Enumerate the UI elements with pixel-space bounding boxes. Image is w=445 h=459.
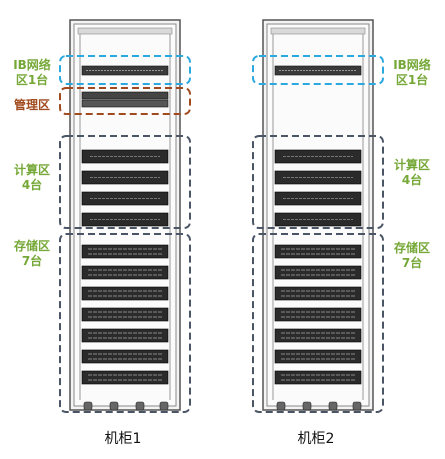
rack2-storage-server	[274, 244, 362, 259]
rack1-caster	[159, 401, 169, 411]
rack1-storage-zone-box	[59, 233, 191, 413]
rack2-caster	[302, 401, 312, 411]
rack1-mgmt-server-b	[81, 99, 169, 108]
rack1-storage-server	[81, 265, 169, 280]
rack2-storage-server	[274, 286, 362, 301]
rack1-caster	[83, 401, 93, 411]
rack1-storage-server	[81, 286, 169, 301]
label-compute-zone-rack1: 计算区 4台	[13, 163, 50, 192]
rack2-storage-server	[274, 328, 362, 343]
label-storage-zone-rack2: 存储区 7台	[393, 241, 430, 270]
rack1-storage-server	[81, 307, 169, 322]
label-mgmt-zone: 管理区	[13, 98, 50, 112]
rack2-caption: 机柜2	[297, 431, 335, 447]
rack2-storage-zone-box	[252, 233, 384, 413]
rack2-caster	[352, 401, 362, 411]
rack1-ib-zone-box	[59, 55, 191, 85]
rack1-mgmt-server-a	[81, 91, 169, 100]
rack1-storage-server	[81, 349, 169, 364]
rack1-mgmt-zone-box	[59, 87, 191, 115]
rack2-caster	[276, 401, 286, 411]
rack2-storage-server	[274, 349, 362, 364]
rack2-top-cap	[270, 27, 366, 35]
label-storage-zone-rack1: 存储区 7台	[13, 239, 50, 268]
label-ib-zone-rack2: IB网络 区1台	[393, 58, 431, 87]
rack1-storage-server	[81, 328, 169, 343]
rack2-storage-server	[274, 265, 362, 280]
rack1-storage-server	[81, 370, 169, 385]
rack1-caster	[109, 401, 119, 411]
rack1-storage-server	[81, 244, 169, 259]
rack2-ib-zone-box	[252, 55, 384, 85]
label-ib-zone-rack1: IB网络 区1台	[13, 58, 51, 87]
label-compute-zone-rack2: 计算区 4台	[393, 158, 430, 187]
rack1-caption: 机柜1	[104, 431, 142, 447]
rack1-top-cap	[77, 27, 173, 35]
rack1-compute-zone-box	[59, 135, 191, 229]
rack2-caster	[328, 401, 338, 411]
rack2-compute-zone-box	[252, 135, 384, 229]
rack1-caster	[135, 401, 145, 411]
rack2-storage-server	[274, 370, 362, 385]
rack2-storage-server	[274, 307, 362, 322]
